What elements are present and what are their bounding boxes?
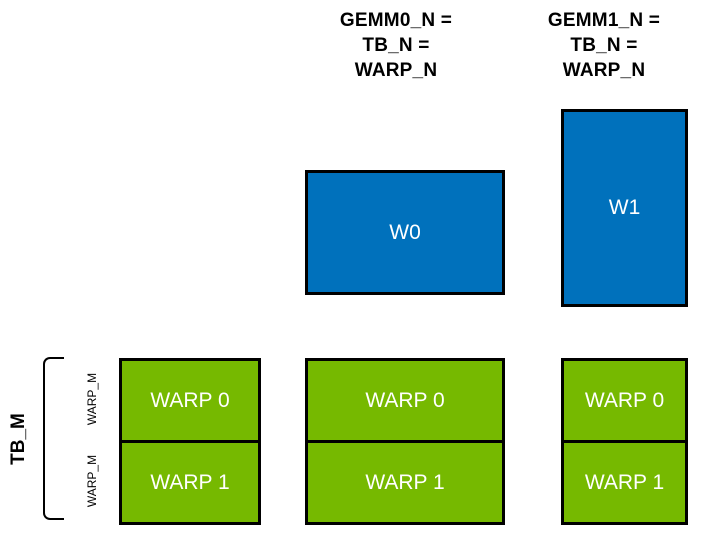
warp0-cell-col3: WARP 0 (564, 361, 685, 440)
warp-tile-w1-box: W1 (561, 109, 688, 307)
thread-block-column-3: WARP 0 WARP 1 (561, 358, 688, 525)
gemm0-header-line2: TB_N = (362, 35, 430, 56)
warp1-cell-col3: WARP 1 (564, 440, 685, 522)
gemm0-header-line3: WARP_N (354, 60, 438, 81)
tb-m-label: TB_M (8, 413, 29, 465)
warp-tile-w0-box: W0 (305, 170, 505, 295)
tb-m-bracket (43, 357, 64, 520)
warp0-cell-col2: WARP 0 (308, 361, 502, 440)
warp-m-bottom-label: WARP_M (85, 454, 99, 508)
warp1-cell-col2: WARP 1 (308, 440, 502, 522)
gemm1-header-line3: WARP_N (562, 60, 646, 81)
gemm1-header-line1: GEMM1_N = (547, 10, 661, 31)
gemm0-header: GEMM0_N = TB_N = WARP_N (306, 8, 486, 83)
thread-block-column-2: WARP 0 WARP 1 (305, 358, 505, 525)
warp-m-top-label: WARP_M (85, 372, 99, 426)
warp0-cell-col1: WARP 0 (122, 361, 258, 440)
warp-tile-w1-label: W1 (608, 196, 641, 219)
thread-block-column-1: WARP 0 WARP 1 (119, 358, 261, 525)
gemm1-header-line2: TB_N = (570, 35, 638, 56)
warp-tile-w0-label: W0 (389, 220, 421, 244)
gemm0-header-line1: GEMM0_N = (339, 10, 453, 31)
gemm1-header: GEMM1_N = TB_N = WARP_N (514, 8, 694, 83)
warp1-cell-col1: WARP 1 (122, 440, 258, 522)
